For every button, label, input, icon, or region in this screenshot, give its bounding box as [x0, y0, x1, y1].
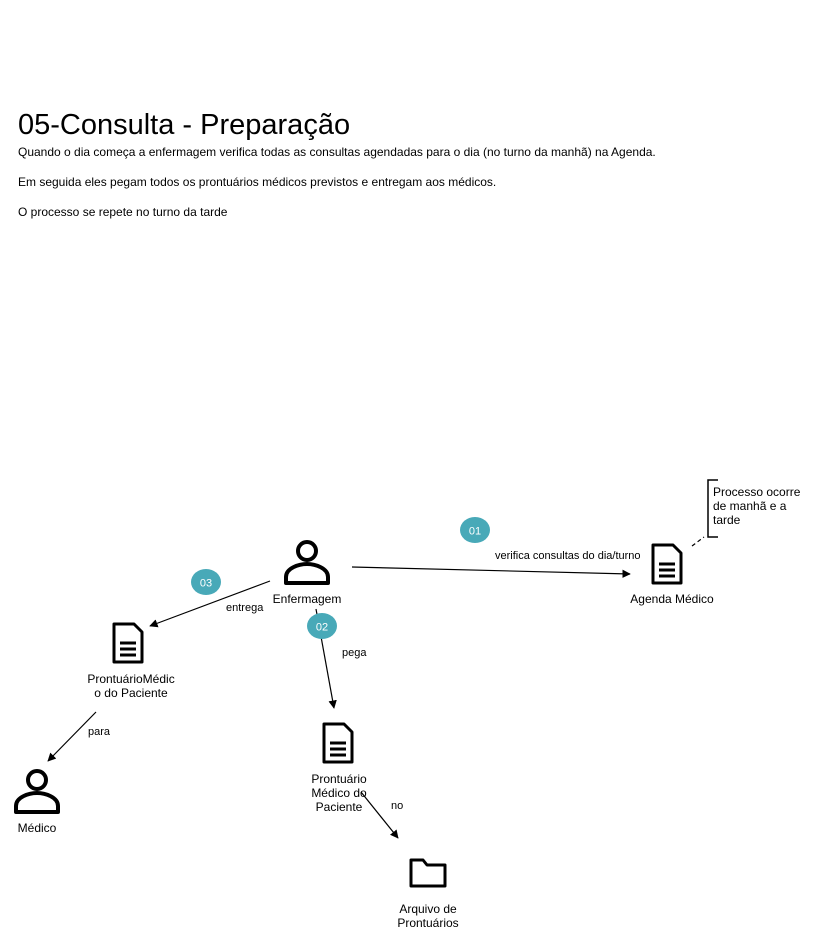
- edge-entrega: [149, 580, 271, 628]
- edge-label-pega: pega: [342, 647, 367, 659]
- description-line-3: O processo se repete no turno da tarde: [18, 205, 228, 219]
- description-line-1: Quando o dia começa a enfermagem verific…: [18, 145, 656, 159]
- step-number: 02: [316, 622, 328, 634]
- step-badge-01: 01: [460, 517, 490, 543]
- node-label-medico: Médico: [17, 821, 57, 835]
- note-connector: [691, 536, 705, 547]
- edge-para: [47, 711, 97, 762]
- description-line-2: Em seguida eles pegam todos os prontuári…: [18, 175, 497, 189]
- step-badge-03: 03: [191, 569, 221, 595]
- step-badge-02: 02: [307, 613, 337, 639]
- node-label-agenda-medico: Agenda Médico: [630, 592, 714, 606]
- edge-no: [360, 791, 399, 839]
- edge-label-entrega: entrega: [226, 602, 264, 614]
- step-number: 03: [200, 578, 212, 590]
- node-label-enfermagem: Enfermagem: [272, 592, 342, 606]
- person-icon: [284, 540, 330, 585]
- edge-label-para: para: [88, 726, 111, 738]
- step-number: 01: [469, 526, 481, 538]
- node-label-arquivo: Arquivo de Prontuários: [397, 902, 459, 930]
- document-icon: [322, 722, 354, 764]
- document-icon: [651, 543, 683, 585]
- annotation-note: Processo ocorre de manhã e a tarde: [713, 485, 801, 527]
- node-label-prontuario-left: ProntuárioMédico do Paciente: [87, 672, 175, 700]
- person-icon: [14, 769, 60, 814]
- edge-verifica: [351, 566, 631, 579]
- note-bracket: [707, 479, 718, 538]
- edge-label-verifica: verifica consultas do dia/turno: [495, 550, 641, 562]
- document-icon: [112, 622, 144, 664]
- node-label-prontuario-center: Prontuário Médico do Paciente: [311, 772, 367, 814]
- folder-icon: [409, 858, 447, 888]
- edge-label-no: no: [391, 800, 404, 812]
- page-title: 05-Consulta - Preparação: [18, 109, 351, 141]
